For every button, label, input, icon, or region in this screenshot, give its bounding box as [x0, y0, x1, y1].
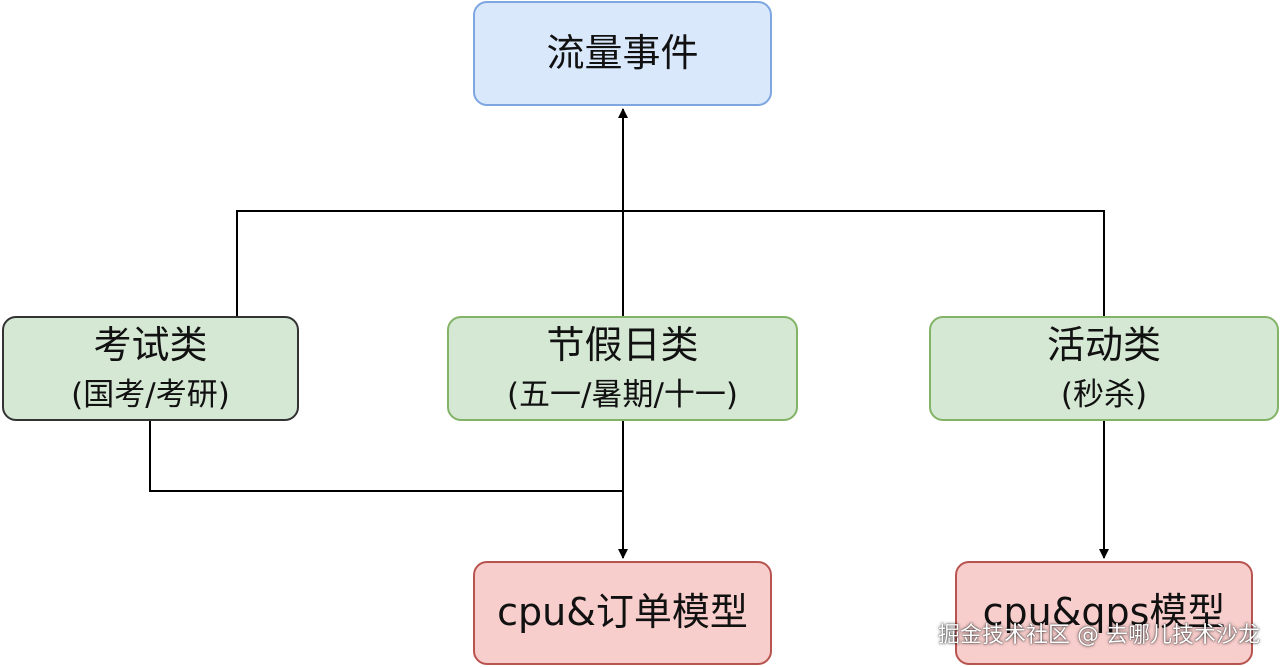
node-cpu-qps-model-title: cpu&qps模型 [982, 590, 1226, 635]
node-traffic-event-title: 流量事件 [546, 30, 699, 75]
watermark: 掘金技术社区 @ 去哪儿技术沙龙 [938, 623, 1260, 648]
node-cpu-order-model-title: cpu&订单模型 [497, 590, 748, 635]
node-exam: 考试类 (国考/考研) [2, 316, 299, 421]
node-exam-subtitle: (国考/考研) [71, 376, 230, 413]
node-activity-title: 活动类 [1046, 323, 1161, 368]
node-exam-title: 考试类 [93, 323, 208, 368]
node-holiday-title: 节假日类 [546, 323, 699, 368]
node-cpu-order-model: cpu&订单模型 [473, 561, 772, 665]
node-holiday: 节假日类 (五一/暑期/十一) [447, 316, 798, 421]
edge-exam-to-cpu-order [149, 421, 623, 492]
edge-exam-to-traffic [236, 210, 1105, 316]
node-activity: 活动类 (秒杀) [929, 316, 1279, 421]
node-cpu-qps-model: cpu&qps模型 [955, 561, 1253, 665]
node-traffic-event: 流量事件 [473, 1, 772, 106]
node-holiday-subtitle: (五一/暑期/十一) [506, 376, 739, 413]
node-activity-subtitle: (秒杀) [1060, 376, 1148, 413]
